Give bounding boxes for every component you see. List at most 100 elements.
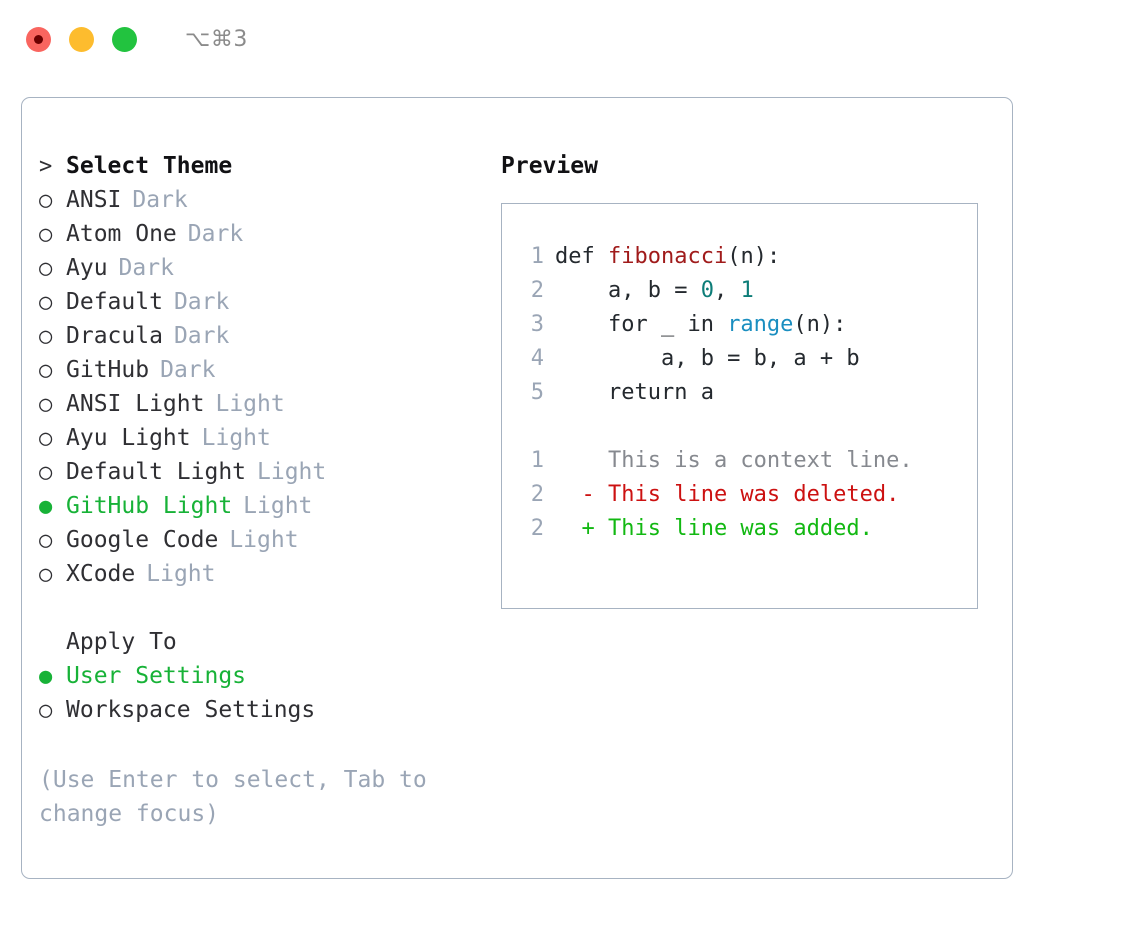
theme-name: Ayu Light <box>66 425 191 451</box>
diff-line-number: 2 <box>530 516 544 541</box>
radio-unselected-icon[interactable]: ○ <box>39 188 53 213</box>
code-line: 3 for _ in range(n): <box>502 308 977 342</box>
radio-unselected-icon[interactable]: ○ <box>39 698 53 723</box>
window-controls <box>26 26 137 52</box>
theme-variant-badge: Dark <box>132 187 188 213</box>
diff-line: 2 - This line was deleted. <box>502 478 977 512</box>
theme-name: XCode <box>66 561 136 587</box>
diff-line-text: - This line was deleted. <box>544 478 899 512</box>
diff-sample: 1 This is a context line.2 - This line w… <box>502 444 977 546</box>
radio-unselected-icon[interactable]: ○ <box>39 528 53 553</box>
diff-sign: - <box>555 482 608 507</box>
theme-variant-badge: Light <box>146 561 216 587</box>
apply-to-heading: Apply To <box>39 625 479 659</box>
diff-text: This line was deleted. <box>607 482 900 507</box>
radio-unselected-icon[interactable]: ○ <box>39 222 53 247</box>
theme-list-item[interactable]: ○ ANSI Dark <box>39 183 479 217</box>
theme-variant-badge: Light <box>229 527 299 553</box>
theme-variant-badge: Dark <box>160 357 216 383</box>
theme-variant-badge: Dark <box>118 255 174 281</box>
theme-variant-badge: Dark <box>173 323 230 349</box>
radio-unselected-icon[interactable]: ○ <box>39 358 53 383</box>
code-token-plain: (n): <box>793 312 847 337</box>
theme-variant-badge: Dark <box>173 289 230 315</box>
radio-unselected-icon[interactable]: ○ <box>39 290 53 315</box>
radio-selected-icon[interactable]: ● <box>39 664 53 689</box>
theme-list-item[interactable]: ○ Default Dark <box>39 285 479 319</box>
radio-unselected-icon[interactable]: ○ <box>39 460 53 485</box>
diff-line: 1 This is a context line. <box>502 444 977 478</box>
code-line-text: a, b = 0, 1 <box>544 274 754 308</box>
theme-list-item[interactable]: ○ XCode Light <box>39 557 479 591</box>
code-line-text: for _ in range(n): <box>544 308 846 342</box>
theme-list-heading: > Select Theme <box>39 149 479 183</box>
code-token-plain: return a <box>555 380 714 405</box>
apply-to-marker-slot <box>39 626 66 660</box>
code-line-number: 2 <box>530 278 544 303</box>
diff-text: This line was added. <box>607 516 873 541</box>
theme-list-item[interactable]: ○ Dracula Dark <box>39 319 479 353</box>
diff-line-text: This is a context line. <box>544 444 913 478</box>
code-line-text: a, b = b, a + b <box>544 342 860 376</box>
code-line-number: 1 <box>530 244 544 269</box>
maximize-button[interactable] <box>112 26 137 52</box>
code-line-number: 5 <box>530 380 544 405</box>
radio-unselected-icon[interactable]: ○ <box>39 256 53 281</box>
radio-unselected-icon[interactable]: ○ <box>39 562 53 587</box>
theme-name: Default Light <box>66 459 247 485</box>
theme-name: GitHub Light <box>66 493 233 519</box>
code-line-text: def fibonacci(n): <box>544 240 780 274</box>
theme-list-item[interactable]: ○ Atom One Dark <box>39 217 479 251</box>
theme-list-heading-label: Select Theme <box>66 153 233 179</box>
code-token-num: 1 <box>740 278 754 303</box>
code-line-text: return a <box>544 376 714 410</box>
apply-to-list: ● User Settings ○ Workspace Settings <box>39 659 479 727</box>
keyboard-hint-text: (Use Enter to select, Tab to change focu… <box>39 767 427 827</box>
theme-name: ANSI <box>66 187 122 213</box>
apply-to-option[interactable]: ○ Workspace Settings <box>39 693 479 727</box>
radio-unselected-icon[interactable]: ○ <box>39 324 53 349</box>
recording-indicator-icon <box>34 34 43 44</box>
title-bar: ⌥⌘3 <box>0 0 1140 78</box>
diff-line-text: + This line was added. <box>544 512 873 546</box>
code-token-plain: for _ in <box>555 312 728 337</box>
theme-name: ANSI Light <box>66 391 205 417</box>
theme-variant-badge: Dark <box>187 221 244 247</box>
code-diff-separator <box>502 410 977 444</box>
theme-name: Dracula <box>66 323 163 349</box>
code-line: 2 a, b = 0, 1 <box>502 274 977 308</box>
close-button[interactable] <box>26 26 51 52</box>
theme-name: Atom One <box>66 221 177 247</box>
code-token-num: 0 <box>700 278 714 303</box>
apply-to-heading-label: Apply To <box>66 629 177 655</box>
code-token-plain: (n): <box>727 244 781 269</box>
radio-unselected-icon[interactable]: ○ <box>39 392 53 417</box>
radio-unselected-icon[interactable]: ○ <box>39 426 53 451</box>
apply-to-option-label: User Settings <box>66 663 247 689</box>
diff-line-number: 2 <box>530 482 544 507</box>
diff-line-number: 1 <box>530 448 544 473</box>
diff-sign <box>555 448 608 473</box>
preview-heading: Preview <box>501 153 598 179</box>
minimize-button[interactable] <box>69 26 94 52</box>
theme-name: Google Code <box>66 527 219 553</box>
diff-line: 2 + This line was added. <box>502 512 977 546</box>
theme-name: Default <box>66 289 163 315</box>
radio-selected-icon[interactable]: ● <box>39 494 53 519</box>
keyboard-shortcut-label: ⌥⌘3 <box>185 26 248 52</box>
theme-list-item[interactable]: ○ Google Code Light <box>39 523 479 557</box>
code-token-fn: fibonacci <box>607 244 728 269</box>
apply-to-option[interactable]: ● User Settings <box>39 659 479 693</box>
apply-to-option-label: Workspace Settings <box>66 697 316 723</box>
code-token-plain: a, b = <box>555 278 701 303</box>
